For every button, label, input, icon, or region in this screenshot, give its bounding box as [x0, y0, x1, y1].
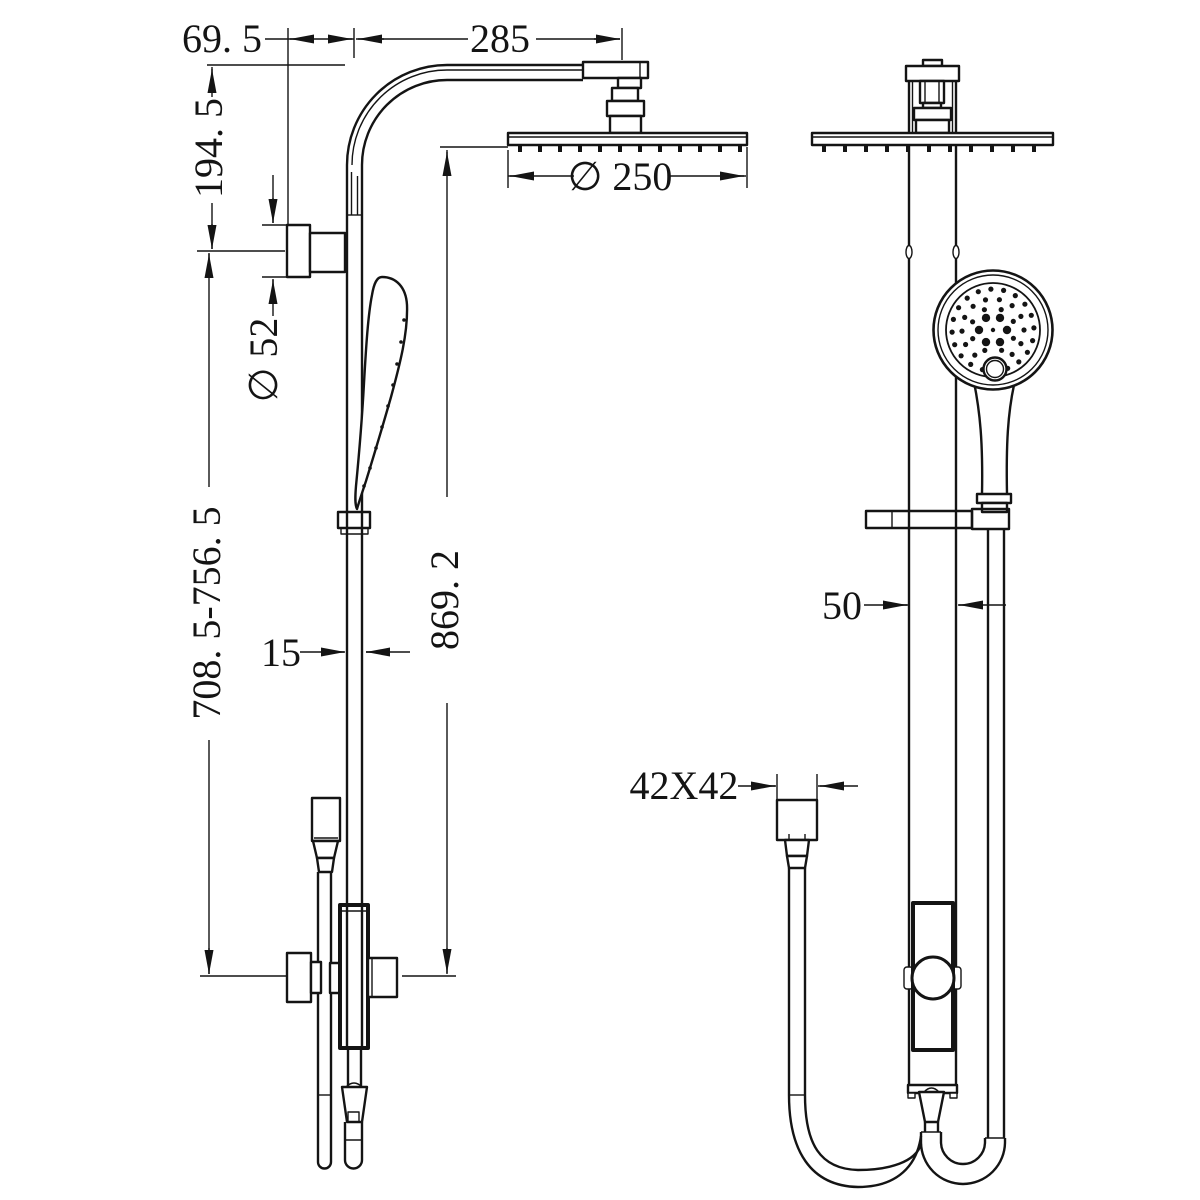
diverter-front [903, 901, 962, 1132]
hand-shower-hose-front [919, 529, 1007, 1186]
shelf-bracket-front [864, 507, 1011, 531]
dim-label-head-dia: ∅ 250 [568, 154, 673, 199]
nozzle-ticks-front [822, 146, 1036, 152]
side-view: 69. 5 285 194. 5 ∅ 52 708. 5-756. 5 15 8… [182, 16, 749, 1170]
diverter-side [285, 903, 399, 1170]
dim-label-wall-offset: 69. 5 [182, 16, 262, 61]
bracket-nub-right [952, 244, 960, 260]
dim-label-overall-height: 869. 2 [422, 550, 467, 650]
top-bracket-front [904, 58, 961, 135]
slider-bracket-side [336, 510, 372, 535]
dim-label-elbow-size: 42X42 [630, 763, 739, 808]
overhead-shower-front [810, 131, 1055, 152]
handle-nut [980, 501, 1009, 514]
nozzle-ticks-side [518, 146, 742, 152]
dim-label-adjust-range: 708. 5-756. 5 [184, 506, 229, 719]
dim-label-rail-width: 50 [822, 583, 862, 628]
dim-label-arm-drop: 194. 5 [186, 98, 231, 198]
hand-shower-front [932, 269, 1054, 514]
rail-front [905, 81, 960, 1085]
wall-bracket-side [285, 223, 347, 279]
outlet-elbow-front [775, 798, 819, 870]
hand-shower-side [354, 275, 409, 511]
dimensions-side-view: 69. 5 285 194. 5 ∅ 52 708. 5-756. 5 15 8… [182, 16, 748, 977]
bracket-nub-left [905, 244, 913, 260]
spray-edge-dots [362, 318, 406, 488]
rail-side [345, 165, 364, 1050]
spray-face-dots [949, 286, 1037, 373]
handle-flange [975, 492, 1013, 505]
overhead-shower-side [506, 131, 749, 152]
front-view: 50 42X42 [630, 58, 1055, 1189]
supply-hose-front [787, 868, 923, 1189]
dim-label-bracket-dia: ∅ 52 [241, 318, 286, 403]
supply-elbow-side [310, 796, 342, 1170]
dimensions-front-view: 50 42X42 [630, 583, 1006, 808]
dim-label-arm-reach: 285 [470, 16, 530, 61]
diverter-knob [910, 955, 956, 1001]
dim-label-rail-depth: 15 [261, 630, 301, 675]
shower-arm-side [345, 60, 650, 166]
